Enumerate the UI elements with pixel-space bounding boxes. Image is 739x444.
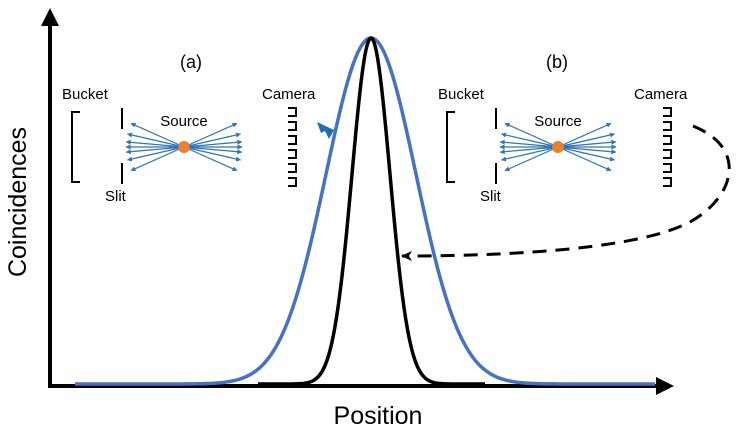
broad-peak-curve <box>74 36 656 386</box>
inset-a-pointer-arrow <box>317 122 334 139</box>
inset-b: (b) Bucket Slit Source Camera <box>401 52 731 261</box>
ray-line <box>183 146 241 162</box>
ray-line <box>499 146 559 155</box>
ray-line <box>125 139 185 148</box>
ray-line <box>557 146 612 172</box>
inset-a-bucket-label: Bucket <box>62 86 109 103</box>
inset-b-bucket <box>446 111 455 183</box>
ray-line <box>127 132 185 148</box>
ray-line <box>557 122 612 148</box>
camera-pixel <box>663 149 672 159</box>
ray-line <box>501 132 559 148</box>
camera-pixel <box>663 121 672 131</box>
narrow-peak-curve <box>257 36 486 386</box>
ray-line <box>504 146 559 172</box>
ray-line <box>557 132 615 148</box>
ray-line <box>183 132 241 148</box>
x-axis-arrowhead <box>656 377 674 395</box>
ray-line <box>501 146 559 162</box>
x-axis-label: Position <box>334 402 423 430</box>
ray-line <box>130 146 185 172</box>
y-axis-label: Coincidences <box>4 127 32 277</box>
inset-a: (a) Bucket Slit Source Camera <box>62 52 334 205</box>
inset-a-bucket <box>71 111 80 183</box>
ray-line <box>127 146 185 162</box>
inset-a-slit-label: Slit <box>105 188 127 205</box>
camera-pixel <box>288 107 297 117</box>
camera-pixel <box>288 177 297 187</box>
ray-line <box>557 146 617 155</box>
camera-pixel <box>288 135 297 145</box>
ray-line <box>504 122 559 148</box>
camera-pixel <box>288 149 297 159</box>
inset-a-source <box>178 141 190 153</box>
inset-a-camera-label: Camera <box>262 86 316 103</box>
inset-b-source <box>552 141 564 153</box>
inset-b-source-label: Source <box>534 113 582 130</box>
inset-a-tag: (a) <box>180 52 202 72</box>
camera-pixel <box>663 135 672 145</box>
inset-b-slit-label: Slit <box>480 188 502 205</box>
inset-a-camera <box>288 107 297 187</box>
inset-b-camera <box>663 107 672 187</box>
inset-b-rays <box>499 122 617 172</box>
ray-line <box>557 139 617 148</box>
y-axis-arrowhead <box>41 8 59 26</box>
ray-line <box>557 146 615 162</box>
ray-line <box>499 139 559 148</box>
ray-line <box>183 122 238 148</box>
ray-line <box>183 139 243 148</box>
camera-pixel <box>288 163 297 173</box>
inset-b-tag: (b) <box>546 52 568 72</box>
inset-b-dashed-arrow <box>401 124 731 261</box>
ray-line <box>125 146 185 155</box>
ray-line <box>183 146 243 155</box>
camera-pixel <box>663 177 672 187</box>
inset-b-camera-label: Camera <box>634 86 688 103</box>
camera-pixel <box>663 107 672 117</box>
inset-b-bucket-label: Bucket <box>438 86 485 103</box>
inset-a-source-label: Source <box>160 113 208 130</box>
inset-a-rays <box>125 122 243 172</box>
camera-pixel <box>663 163 672 173</box>
camera-pixel <box>288 121 297 131</box>
ray-line <box>130 122 185 148</box>
ray-line <box>183 146 238 172</box>
